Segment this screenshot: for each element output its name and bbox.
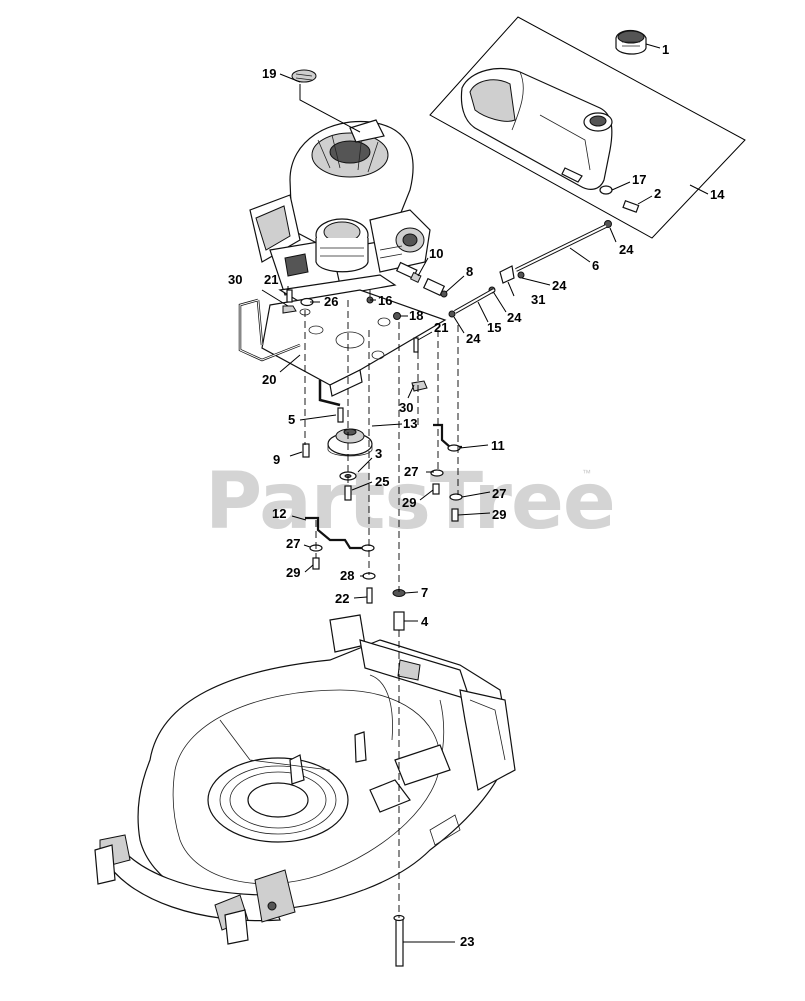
callout-13: 13 bbox=[403, 416, 417, 431]
crankshaft-key bbox=[337, 407, 344, 423]
link-bracket bbox=[305, 516, 370, 550]
callout-2: 2 bbox=[654, 186, 661, 201]
callout-28: 28 bbox=[340, 568, 354, 583]
bolt bbox=[286, 289, 293, 303]
callout-24-d: 24 bbox=[466, 331, 481, 346]
bolt bbox=[451, 508, 459, 522]
washer bbox=[430, 469, 444, 477]
callout-30-mid: 30 bbox=[399, 400, 413, 415]
callout-8: 8 bbox=[466, 264, 473, 279]
callout-18: 18 bbox=[409, 308, 423, 323]
handle-bracket-arm bbox=[318, 380, 341, 407]
spacer-bolt bbox=[302, 443, 310, 458]
leader-lines bbox=[261, 43, 709, 943]
engine-plug bbox=[291, 69, 317, 83]
fuel-tank-assembly bbox=[429, 16, 746, 239]
fuel-shutoff bbox=[422, 277, 448, 298]
fuel-cap bbox=[615, 29, 647, 55]
callout-26: 26 bbox=[324, 294, 338, 309]
callout-15: 15 bbox=[487, 320, 501, 335]
callout-16: 16 bbox=[378, 293, 392, 308]
callout-19: 19 bbox=[262, 66, 276, 81]
callout-27-b: 27 bbox=[492, 486, 506, 501]
callout-29-c: 29 bbox=[286, 565, 300, 580]
fuel-fitting bbox=[622, 200, 640, 213]
callout-27-a: 27 bbox=[404, 464, 418, 479]
assembly-lines bbox=[304, 290, 459, 918]
callout-7: 7 bbox=[421, 585, 428, 600]
watermark-text: PartsTree bbox=[205, 457, 615, 547]
spacer bbox=[393, 611, 405, 631]
callout-20: 20 bbox=[262, 372, 276, 387]
callout-10: 10 bbox=[429, 246, 443, 261]
callout-11: 11 bbox=[491, 438, 505, 453]
fuel-fitting-elbow bbox=[395, 261, 422, 283]
washer bbox=[449, 493, 463, 501]
callout-21-right: 21 bbox=[434, 320, 448, 335]
callout-5: 5 bbox=[288, 412, 295, 427]
nut bbox=[411, 380, 428, 392]
callout-24-b: 24 bbox=[552, 278, 567, 293]
callout-4: 4 bbox=[421, 614, 429, 629]
handle-bracket bbox=[239, 299, 301, 361]
callout-24-a: 24 bbox=[619, 242, 634, 257]
pivot-bolt bbox=[366, 587, 373, 604]
callout-6: 6 bbox=[592, 258, 599, 273]
mower-deck bbox=[94, 614, 516, 945]
callout-3: 3 bbox=[375, 446, 382, 461]
callout-30-top: 30 bbox=[228, 272, 242, 287]
callout-27-c: 27 bbox=[286, 536, 300, 551]
fuel-line bbox=[454, 288, 495, 314]
grommet bbox=[517, 271, 525, 279]
bolt-head bbox=[393, 312, 401, 320]
fuel-line-rod bbox=[515, 224, 607, 272]
callout-25: 25 bbox=[375, 474, 389, 489]
long-bolt bbox=[395, 917, 404, 967]
callout-29-b: 29 bbox=[492, 507, 506, 522]
callout-22: 22 bbox=[335, 591, 349, 606]
bolt bbox=[413, 337, 419, 353]
callout-1: 1 bbox=[662, 42, 669, 57]
grommet bbox=[448, 310, 456, 318]
link-bracket-eye bbox=[361, 544, 375, 552]
bolt bbox=[432, 483, 440, 495]
hose-clamp bbox=[599, 185, 613, 195]
callout-24-c: 24 bbox=[507, 310, 522, 325]
watermark-trademark: ™ bbox=[582, 468, 591, 478]
blade-adapter bbox=[327, 428, 373, 457]
callout-29-a: 29 bbox=[402, 495, 416, 510]
bolt bbox=[312, 557, 320, 570]
nut bbox=[282, 305, 297, 314]
callout-labels: 1 2 3 4 5 6 7 8 9 10 11 12 13 14 15 16 1… bbox=[228, 42, 725, 949]
callout-23: 23 bbox=[460, 934, 474, 949]
grommet bbox=[604, 220, 612, 228]
blade-bolt bbox=[344, 485, 352, 501]
callout-21-top: 21 bbox=[264, 272, 278, 287]
callout-31: 31 bbox=[531, 292, 545, 307]
engine bbox=[249, 119, 431, 303]
callout-9: 9 bbox=[273, 452, 280, 467]
callout-17: 17 bbox=[632, 172, 646, 187]
line-clip bbox=[499, 265, 515, 284]
callout-12: 12 bbox=[272, 506, 286, 521]
callout-14: 14 bbox=[710, 187, 725, 202]
